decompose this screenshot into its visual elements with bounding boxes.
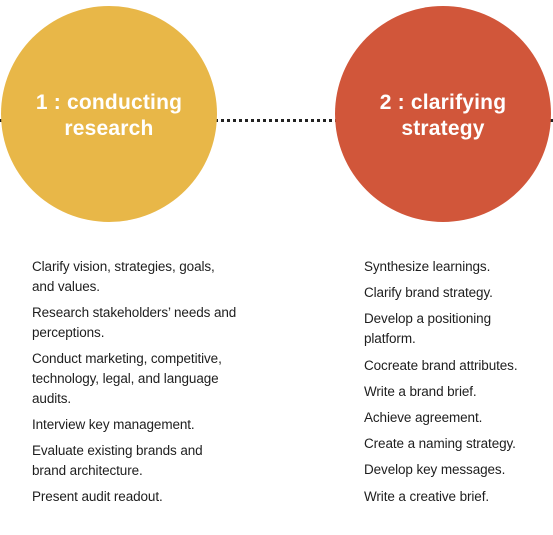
phase-2-task: Clarify brand strategy.: [364, 285, 493, 301]
phase-2-task: Write a creative brief.: [364, 488, 489, 504]
phase-1-title: 1 : conducting research: [36, 90, 182, 142]
phase-2-title-line-2: strategy: [401, 117, 485, 140]
phase-2-title-line-1: 2 : clarifying: [379, 91, 507, 114]
phase-1-circle: 1 : conducting research: [1, 6, 217, 222]
phase-1-task: Interview key management.: [32, 417, 195, 432]
phase-1-task: Research stakeholders’ needs and percept…: [32, 305, 237, 340]
phase-1-task: Evaluate existing brands and brand archi…: [32, 443, 203, 478]
phase-2-task: Develop a positioning platform.: [364, 311, 491, 347]
phase-1-title-line-1: 1 : conducting: [35, 91, 183, 114]
phase-1-task: Conduct marketing, competitive, technolo…: [32, 351, 222, 406]
phase-2-title: 2 : clarifying strategy: [380, 90, 507, 142]
phase-1-task: Present audit readout.: [32, 489, 163, 504]
phase-2-task-list: Synthesize learnings. Clarify brand stra…: [364, 257, 539, 513]
phase-2-task: Achieve agreement.: [364, 409, 483, 425]
phase-2-task: Develop key messages.: [364, 462, 506, 478]
phase-2-task: Synthesize learnings.: [364, 259, 491, 274]
phase-2-task: Cocreate brand attributes.: [364, 357, 518, 373]
phase-2-task: Create a naming strategy.: [364, 436, 516, 452]
phase-1-task-list: Clarify vision, strategies, goals, and v…: [32, 257, 237, 513]
phase-1-title-line-2: research: [64, 117, 154, 140]
phase-1-task: Clarify vision, strategies, goals, and v…: [32, 259, 215, 294]
phase-2-task: Write a brand brief.: [364, 383, 477, 399]
phase-2-circle: 2 : clarifying strategy: [335, 6, 551, 222]
dotted-connector-line: [0, 119, 553, 122]
